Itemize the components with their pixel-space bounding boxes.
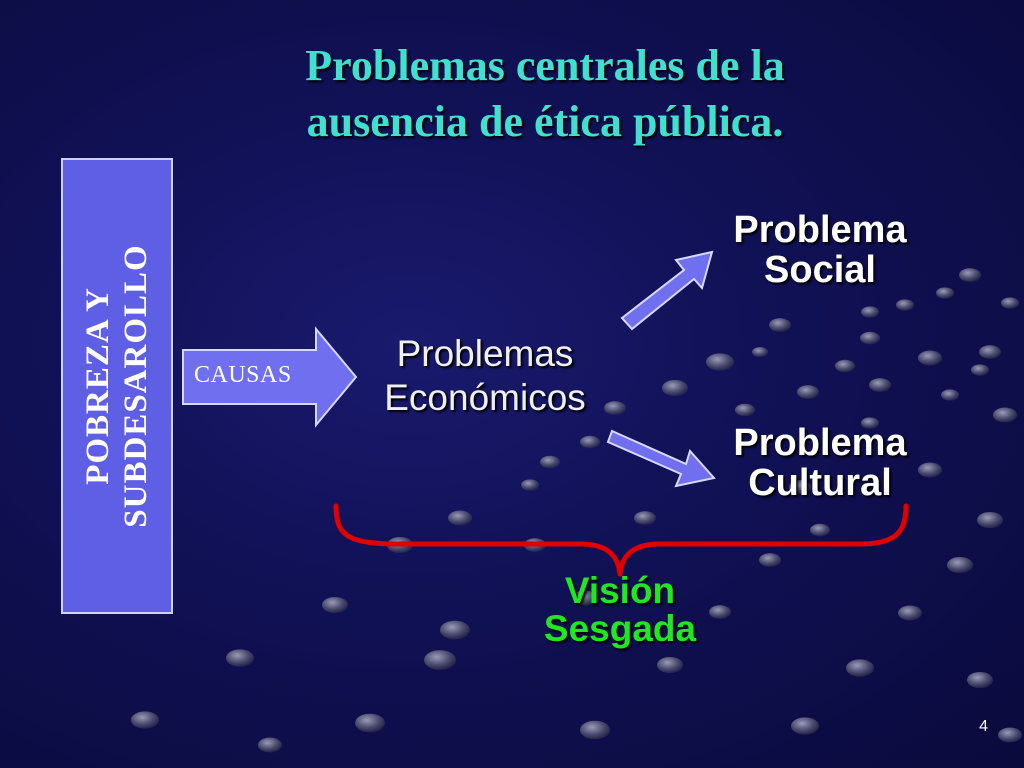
- outcome-cultural: Problema Cultural: [700, 423, 940, 503]
- background-dot: [662, 379, 688, 397]
- causas-arrow: [182, 326, 358, 428]
- background-dot: [791, 717, 819, 735]
- background-dot: [580, 720, 610, 740]
- background-dot: [709, 605, 731, 619]
- outcome-social-line-2: Social: [764, 249, 876, 291]
- background-dot: [752, 347, 768, 357]
- background-dot: [521, 479, 539, 491]
- center-node-line-1: Problemas: [396, 333, 574, 374]
- background-dot: [258, 737, 282, 753]
- poverty-box: POBREZA Y SUBDESAROLLO: [61, 158, 173, 614]
- slide-title-line-2: ausencia de ética pública.: [306, 97, 784, 146]
- background-dot: [657, 656, 683, 674]
- background-dot: [993, 407, 1017, 423]
- background-dot: [947, 556, 973, 574]
- background-dot: [941, 389, 959, 401]
- background-dot: [440, 620, 470, 640]
- outcome-cultural-line-2: Cultural: [748, 462, 892, 504]
- red-brace: [333, 503, 909, 577]
- background-dot: [226, 649, 254, 667]
- background-dot: [918, 462, 942, 478]
- background-dot: [896, 299, 914, 311]
- causas-label: CAUSAS: [194, 362, 292, 388]
- background-dot: [322, 596, 348, 614]
- background-dot: [967, 671, 993, 689]
- background-dot: [869, 378, 891, 392]
- background-dot: [936, 287, 954, 299]
- slide-title-line-1: Problemas centrales de la: [305, 41, 785, 90]
- vision-label-line-1: Visión: [564, 570, 676, 611]
- background-dot: [797, 385, 819, 399]
- center-node-line-2: Económicos: [384, 377, 586, 418]
- page-number: 4: [979, 718, 988, 735]
- causas-arrow-shape: [182, 326, 358, 428]
- background-dot: [959, 268, 981, 282]
- outcome-cultural-line-1: Problema: [733, 422, 907, 464]
- center-node: Problemas Económicos: [350, 332, 620, 420]
- background-dot: [355, 713, 385, 733]
- background-dot: [835, 359, 855, 373]
- background-dot: [861, 417, 879, 429]
- background-dot: [540, 455, 560, 469]
- background-dot: [977, 511, 1003, 529]
- background-dot: [810, 523, 830, 537]
- background-dot: [706, 353, 734, 371]
- background-dot: [759, 553, 781, 567]
- background-dot: [735, 403, 755, 417]
- background-dot: [424, 650, 456, 670]
- vision-label: Visión Sesgada: [500, 572, 740, 648]
- arrow-to-social: [620, 250, 714, 331]
- arrow-to-cultural: [606, 429, 716, 488]
- background-dot: [634, 511, 656, 525]
- background-dot: [131, 711, 159, 729]
- background-dot: [860, 331, 880, 345]
- background-dot: [789, 480, 811, 494]
- background-dot: [573, 590, 597, 606]
- background-dot: [861, 306, 879, 318]
- background-dot: [998, 727, 1022, 743]
- background-dot: [1001, 297, 1019, 309]
- background-dot: [580, 435, 600, 449]
- outcome-social-line-1: Problema: [733, 209, 907, 251]
- slide-title: Problemas centrales de la ausencia de ét…: [170, 38, 920, 150]
- background-dot: [769, 318, 791, 332]
- background-dot: [448, 510, 472, 526]
- vision-label-line-2: Sesgada: [543, 608, 697, 649]
- background-dot: [971, 364, 989, 376]
- background-dot: [604, 401, 626, 415]
- background-dot: [918, 350, 942, 366]
- background-dot: [898, 605, 922, 621]
- background-dot: [979, 345, 1001, 359]
- outcome-social: Problema Social: [700, 210, 940, 290]
- background-dot: [846, 659, 874, 677]
